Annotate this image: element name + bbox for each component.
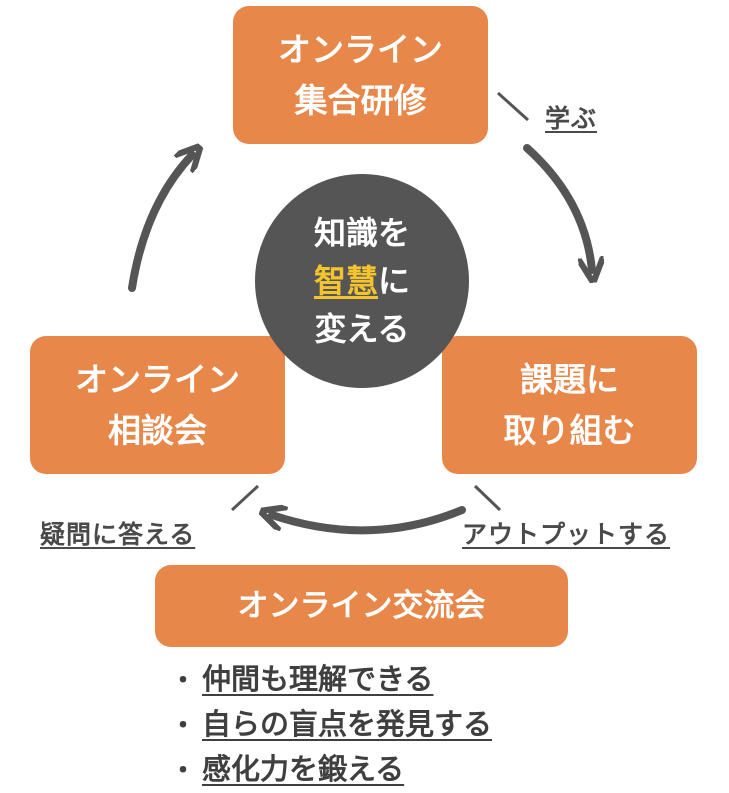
center-line1: 知識を [313,214,410,252]
leader-line-learn [496,91,530,122]
benefit-text: 自らの盲点を発見する [202,707,493,741]
center-line2-suffix: に [378,262,411,300]
center-circle: 知識を 智慧に 変える [255,174,469,388]
node-online-exchange: オンライン交流会 [155,565,568,647]
leader-line-output [473,484,502,512]
center-line2: 智慧に [314,257,410,305]
arrow-seminar-to-work [523,144,592,270]
node-consult-line2: 相談会 [108,411,207,450]
benefit-text: 仲間も理解できる [202,662,434,696]
node-seminar-line1: オンライン [278,29,443,69]
node-online-seminar: オンライン 集合研修 [233,6,488,144]
bullet-dot: ・ [170,666,197,696]
node-online-consultation: オンライン 相談会 [30,336,285,474]
benefit-item: ・感化力を鍛える [170,748,492,793]
benefit-list: ・仲間も理解できる ・自らの盲点を発見する ・感化力を鍛える [170,658,492,793]
node-exchange-label: オンライン交流会 [237,587,486,624]
edge-label-learn: 学ぶ [545,104,598,133]
leader-line-answer [230,484,260,512]
edge-label-answer: 疑問に答える [40,520,196,549]
benefit-text: 感化力を鍛える [202,752,405,786]
node-work-line1: 課題に [520,359,619,399]
benefit-item: ・仲間も理解できる [170,658,492,703]
node-work-on-task: 課題に 取り組む [442,336,697,474]
node-work-line2: 取り組む [503,411,636,450]
arrow-consult-to-seminar [128,155,192,292]
center-highlight: 智慧 [313,262,378,300]
bullet-dot: ・ [170,711,197,741]
arrow-work-to-consult [272,510,466,535]
bullet-dot: ・ [170,756,197,786]
edge-label-output: アウトプットする [462,520,671,549]
benefit-item: ・自らの盲点を発見する [170,703,492,748]
node-consult-line1: オンライン [75,359,240,399]
center-line3: 変える [314,310,410,348]
node-seminar-line2: 集合研修 [294,81,427,120]
